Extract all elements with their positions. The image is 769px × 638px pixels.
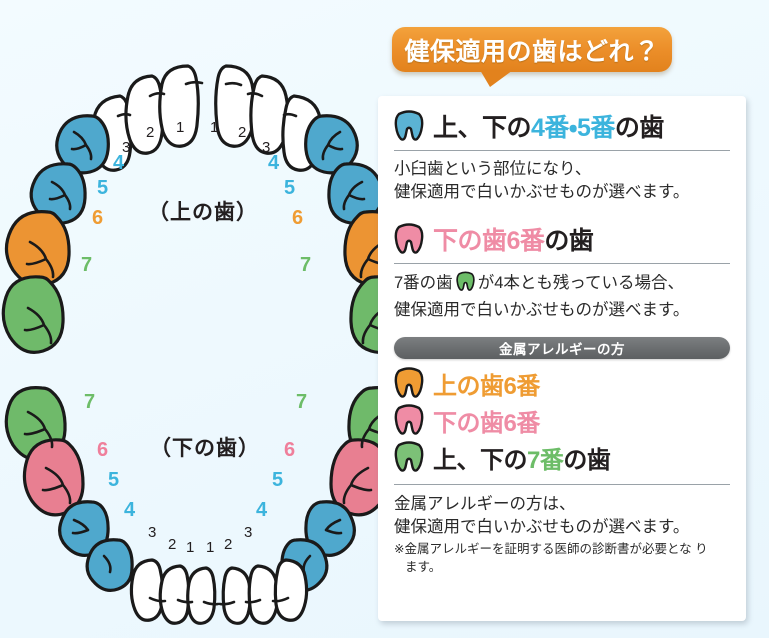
allergy-item-7: 上、下の7番の歯 [394,440,730,475]
upper-tooth-left-1 [158,64,200,148]
allergy-7-post: の歯 [563,446,611,474]
section2-heading-row: 下の歯6番の歯 [394,221,730,257]
lower-number-left-6: 6 [97,439,109,461]
upper-number-left-4: 4 [113,152,125,174]
allergy-7-num: 7番 [527,446,564,474]
upper-tooth-right-4 [304,114,359,175]
lower-tooth-right-1 [221,566,252,625]
upper-tooth-left-4 [55,114,110,175]
upper-number-left-2: 2 [146,124,155,141]
upper-number-right-7: 7 [300,254,312,276]
upper-number-right-4: 4 [268,152,280,174]
section2-heading: 下の歯6番の歯 [433,221,594,257]
allergy-label-lower-6: 下の歯6番 [433,409,540,437]
allergy-label-upper-6: 上の歯6番 [433,372,540,400]
section1-heading-row: 上、下の4番・5番の歯 [394,108,730,144]
lower-number-right-3: 3 [244,524,253,541]
section1-prefix: 上、下の [433,114,532,142]
lower-number-right-7: 7 [296,391,308,413]
lower-arch-caption: （下の歯） [150,437,260,460]
allergy-note-line1: ※金属アレルギーを証明する医師の診断書が必要とな り [394,541,708,556]
metal-allergy-pill: 金属アレルギーの方 [394,336,730,359]
upper-number-right-6: 6 [292,207,304,229]
section1-num1: 4番 [531,114,569,142]
section1-body: 小臼歯という部位になり、 健保適用で白いかぶせものが選べます。 [394,158,730,205]
lower-tooth-left-3 [129,558,165,622]
allergy-note-line2: ます。 [405,559,442,574]
pink-tooth-icon [394,223,424,254]
upper-arch-caption: （上の歯） [148,201,258,224]
allergy-item-lower-6: 下の歯6番 [394,403,730,438]
green-tooth-inline-icon [456,271,475,299]
lower-number-right-5: 5 [272,469,284,491]
lower-number-left-7: 7 [84,391,96,413]
section1-heading: 上、下の4番・5番の歯 [433,108,664,144]
section2-body: 7番の歯 が4本とも残っている場合、 健保適用で白いかぶせものが選べます。 [394,271,730,323]
upper-number-right-2: 2 [238,124,247,141]
lower-number-right-2: 2 [224,536,233,553]
teeth-diagram: （上の歯） （下の歯） 3 2 1 1 2 3 4 5 6 7 4 5 6 7 … [0,0,378,638]
metal-allergy-pill-label: 金属アレルギーの方 [499,341,625,357]
upper-number-right-5: 5 [284,177,296,199]
lower-number-right-6: 6 [284,439,296,461]
upper-tooth-left-5 [29,162,87,225]
lower-tooth-left-2 [158,564,191,625]
section1-divider [394,150,730,151]
allergy-body-line2: 健保適用で白いかぶせものが選べます。 [394,518,690,537]
allergy-label-7: 上、下の7番の歯 [433,440,611,475]
allergy-item-upper-6: 上の歯6番 [394,366,730,401]
upper-number-left-3: 3 [122,139,131,156]
upper-number-left-5: 5 [97,177,109,199]
upper-number-left-7: 7 [81,254,93,276]
section1-body-line1: 小臼歯という部位になり、 [394,160,592,178]
allergy-body-line1: 金属アレルギーの方は、 [394,494,576,513]
title-speech-bubble: 健保適用の歯はどれ？ [392,27,672,87]
upper-number-right-1: 1 [210,119,219,136]
section2-pink-part: 下の歯6番 [433,226,545,255]
section1-num2: 5番 [576,114,615,142]
upper-number-left-1: 1 [176,119,185,136]
lower-number-right-1: 1 [206,539,215,556]
section2-divider [394,262,730,264]
upper-tooth-right-7 [349,275,378,354]
lower-tooth-right-3 [273,558,309,622]
allergy-body: 金属アレルギーの方は、 健保適用で白いかぶせものが選べます。 [394,493,730,540]
title-text: 健保適用の歯はどれ？ [404,37,660,66]
teeth-arch-svg [1,64,378,625]
lower-number-right-4: 4 [256,499,268,521]
allergy-7-pre: 上、下の [433,446,528,474]
lower-number-left-5: 5 [108,469,120,491]
lower-number-left-4: 4 [124,499,136,521]
lower-number-left-1: 1 [186,539,195,556]
lower-tooth-right-2 [247,564,280,625]
upper-number-left-6: 6 [92,207,104,229]
section1-mid: ・ [568,114,578,142]
upper-tooth-right-1 [214,64,256,148]
section2-body-post: が4本とも残っている場合、 [477,273,685,292]
upper-number-right-3: 3 [262,139,271,156]
allergy-note: ※金属アレルギーを証明する医師の診断書が必要とな り ます。 [394,540,730,576]
pink-tooth-icon-allergy [394,404,424,435]
section2-body-line2: 健保適用で白いかぶせものが選べます。 [394,301,690,320]
orange-tooth-icon [394,367,424,398]
lower-number-left-3: 3 [148,524,157,541]
section2-body-line1: 7番の歯 が4本とも残っている場合、 [394,271,730,299]
info-card: 上、下の4番・5番の歯 小臼歯という部位になり、 健保適用で白いかぶせものが選べ… [378,96,746,621]
upper-tooth-right-5 [327,162,378,225]
upper-tooth-left-2 [124,74,165,155]
green-tooth-icon [394,441,424,472]
blue-tooth-icon [394,110,424,141]
lower-number-left-2: 2 [168,536,177,553]
upper-tooth-left-7 [1,275,65,354]
lower-tooth-left-1 [186,566,217,625]
section1-body-line2: 健保適用で白いかぶせものが選べます。 [394,183,690,202]
section1-suffix: の歯 [614,114,665,142]
bubble-tail [480,70,513,87]
section2-body-pre: 7番の歯 [394,273,453,292]
allergy-divider [394,483,730,485]
section2-suffix: の歯 [544,226,594,255]
